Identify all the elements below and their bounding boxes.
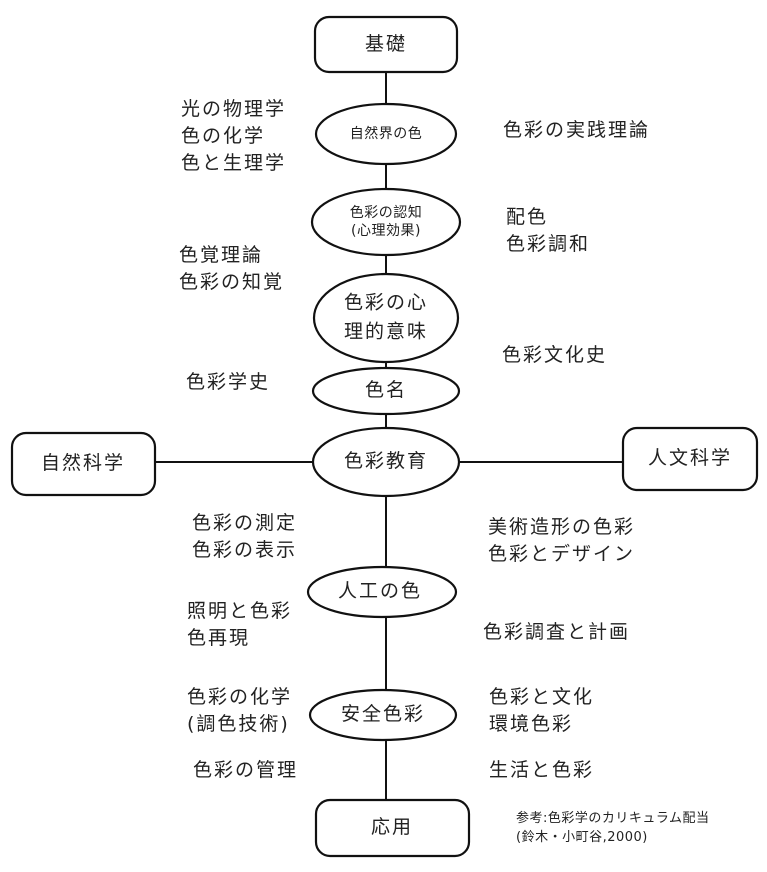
node-left-box-label: 自然科学 (40, 452, 126, 475)
right-label-culture-history: 色彩文化史 (502, 344, 608, 366)
left-label-group-6: 色彩の化学 (調色技術) (187, 684, 292, 738)
left-label-chemistry: 色の化学 (181, 124, 266, 147)
node-safety-ellipse (308, 688, 458, 742)
right-label-group-1: 色彩の実践理論 (503, 117, 650, 144)
left-label-group-7: 色彩の管理 (193, 757, 298, 784)
right-label-culture: 色彩と文化 (489, 686, 595, 708)
node-artificial-label: 人工の色 (337, 580, 423, 603)
left-label-group-1: 光の物理学 色の化学 色と生理学 (181, 96, 286, 177)
right-label-group-2: 配色 色彩調和 (506, 204, 590, 258)
node-cognition-ellipse (310, 187, 462, 257)
node-right-box-label: 人文科学 (647, 447, 733, 470)
node-psych-line2: 理的意味 (343, 321, 429, 343)
node-center-ellipse (311, 426, 461, 498)
node-cognition-line2: (心理効果) (351, 223, 421, 239)
node-center-label: 色彩教育 (343, 450, 429, 473)
right-label-group-5: 色彩調査と計画 (483, 619, 630, 646)
left-label-group-4: 色彩の測定 色彩の表示 (192, 510, 297, 564)
left-label-group-5: 照明と色彩 色再現 (187, 598, 292, 652)
node-name-ellipse (311, 366, 461, 416)
node-artificial-ellipse (306, 565, 458, 619)
right-label-group-7: 生活と色彩 (489, 757, 594, 784)
left-label-history: 色彩学史 (186, 371, 271, 393)
node-cognition-line1: 色彩の認知 (349, 204, 423, 221)
left-label-management: 色彩の管理 (193, 759, 299, 781)
right-label-group-6: 色彩と文化 環境色彩 (489, 684, 594, 738)
right-label-life: 生活と色彩 (489, 759, 595, 781)
right-label-group-3: 色彩文化史 (502, 342, 607, 369)
node-name-label: 色名 (364, 379, 408, 402)
node-nature-ellipse (314, 102, 458, 166)
node-right-box (621, 426, 759, 492)
left-label-physiology: 色と生理学 (181, 151, 287, 174)
node-cognition-label: 色彩の認知 (心理効果) (350, 204, 423, 240)
left-label-lighting: 照明と色彩 (187, 600, 293, 622)
node-psych-line1: 色彩の心 (343, 291, 429, 314)
node-safety-label: 安全色彩 (340, 703, 426, 726)
node-top-box (313, 15, 459, 74)
left-label-physics: 光の物理学 (181, 98, 287, 120)
right-label-environment: 環境色彩 (489, 712, 574, 735)
node-psych-label: 色彩の心 理的意味 (344, 289, 428, 348)
left-label-notation: 色彩の表示 (192, 538, 298, 561)
right-label-practice-theory: 色彩の実践理論 (503, 119, 651, 141)
node-psych-ellipse (312, 272, 460, 364)
right-label-group-4: 美術造形の色彩 色彩とデザイン (488, 514, 635, 568)
left-label-color-perception: 色彩の知覚 (179, 270, 285, 293)
left-label-measurement: 色彩の測定 (192, 512, 298, 534)
right-label-harmony: 色彩調和 (506, 232, 591, 255)
left-label-color-vision-theory: 色覚理論 (179, 244, 264, 266)
right-label-survey-planning: 色彩調査と計画 (483, 621, 631, 643)
left-label-group-2: 色覚理論 色彩の知覚 (179, 242, 284, 296)
right-label-design: 色彩とデザイン (488, 542, 636, 565)
left-label-color-matching: (調色技術) (187, 712, 290, 735)
left-label-color-chemistry: 色彩の化学 (187, 686, 293, 708)
node-left-box (10, 431, 157, 497)
right-label-art: 美術造形の色彩 (488, 516, 636, 538)
node-top-label: 基礎 (364, 33, 408, 56)
node-bottom-label: 応用 (370, 816, 414, 839)
reference-line1: 参考:色彩学のカリキュラム配当 (516, 811, 710, 826)
reference-line2: (鈴木・小町谷,2000) (516, 829, 648, 845)
left-label-reproduction: 色再現 (187, 626, 251, 649)
reference-note: 参考:色彩学のカリキュラム配当 (鈴木・小町谷,2000) (516, 810, 710, 848)
node-nature-label: 自然界の色 (349, 125, 423, 142)
right-label-color-scheme: 配色 (506, 206, 549, 228)
left-label-group-3: 色彩学史 (186, 369, 270, 396)
node-bottom-box (314, 798, 471, 858)
